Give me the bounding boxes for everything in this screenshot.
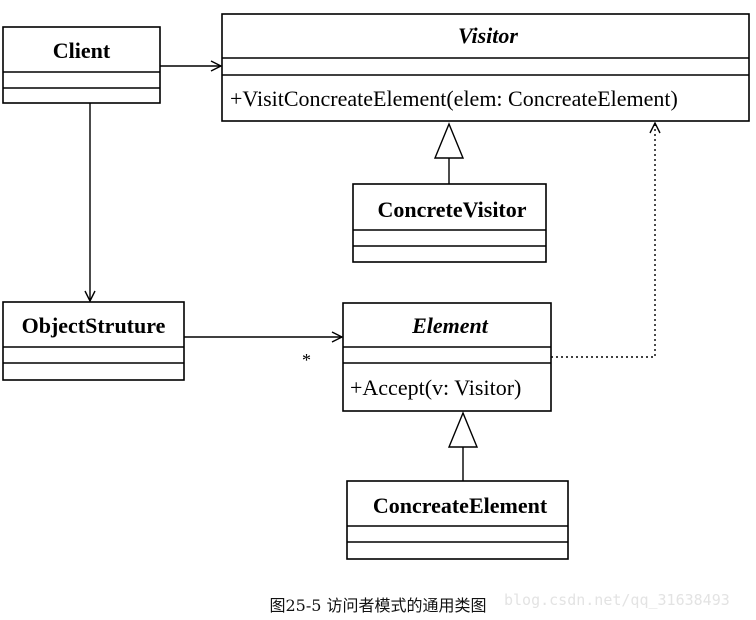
element-to-visitor-dependency	[551, 123, 655, 358]
object-structure-class: ObjectStruture	[2, 301, 185, 381]
client-class-name: Client	[53, 38, 111, 63]
watermark-text: blog.csdn.net/qq_31638493	[504, 591, 730, 609]
visitor-class: Visitor +VisitConcreateElement(elem: Con…	[221, 13, 750, 122]
element-operation: +Accept(v: Visitor)	[350, 375, 521, 400]
element-class: Element +Accept(v: Visitor)	[342, 302, 552, 412]
concrete-visitor-generalization	[433, 122, 465, 184]
visitor-operation: +VisitConcreateElement(elem: ConcreateEl…	[230, 86, 678, 111]
figure-caption: 图25-5 访问者模式的通用类图	[269, 596, 487, 615]
concrete-element-class-name: ConcreateElement	[373, 493, 548, 518]
concrete-element-generalization	[447, 411, 479, 481]
client-class: Client	[2, 26, 161, 104]
concrete-visitor-class-name: ConcreteVisitor	[377, 197, 526, 222]
element-class-name: Element	[411, 313, 489, 338]
generalization-triangle-icon	[433, 122, 465, 159]
concrete-visitor-class: ConcreteVisitor	[352, 183, 547, 263]
element-multiplicity: *	[302, 350, 311, 370]
concrete-element-class: ConcreateElement	[346, 480, 569, 560]
visitor-class-name: Visitor	[458, 23, 518, 48]
object-structure-class-name: ObjectStruture	[22, 313, 166, 338]
generalization-triangle-icon	[447, 411, 479, 448]
